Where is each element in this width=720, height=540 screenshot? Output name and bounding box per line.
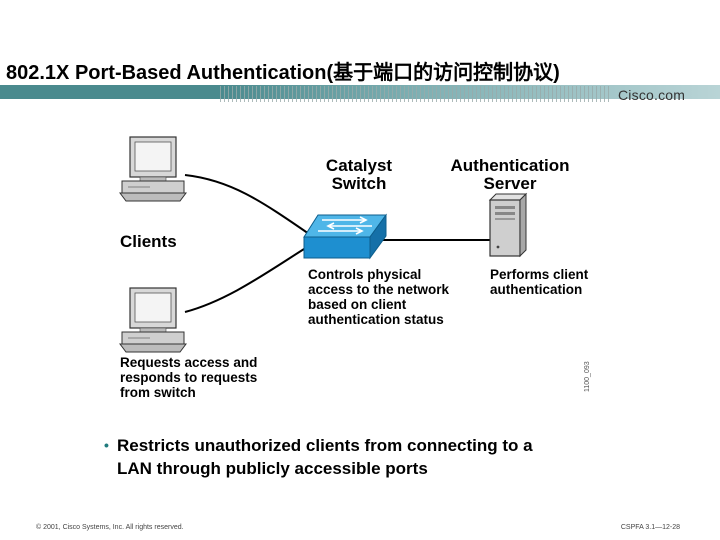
server-label: Authentication (450, 156, 570, 175)
switch-description-line: based on client (308, 297, 407, 312)
footer-course-code: CSPFA 3.1—12-28 (620, 524, 680, 531)
client-description-line: Requests access and (120, 355, 258, 370)
switch-label: Switch (331, 174, 387, 193)
server-label: Server (483, 174, 537, 193)
bullet-text-line: LAN through publicly accessible ports (117, 459, 428, 478)
cisco-logo: Cisco.com (618, 87, 686, 103)
switch-description-line: authentication status (308, 312, 444, 327)
document-id: 1100_093 (584, 361, 591, 392)
clients-label: Clients (120, 232, 177, 251)
switch-description: Controls physical access to the network … (308, 267, 449, 327)
client-description: Requests access and responds to requests… (120, 355, 257, 400)
client-description-line: from switch (120, 385, 196, 400)
switch-description-line: Controls physical (308, 267, 422, 282)
link-client-bottom-to-switch (184, 243, 313, 313)
switch-label: Catalyst (325, 156, 393, 175)
switch-icon (303, 213, 387, 260)
switch-description-line: access to the network (308, 282, 450, 297)
bullet-dot-icon: • (104, 437, 109, 453)
server-description: Performs client authentication (490, 267, 588, 297)
client-description-line: responds to requests (120, 370, 258, 385)
header-ticks (220, 86, 612, 102)
link-client-top-to-switch (184, 174, 313, 237)
footer-copyright: © 2001, Cisco Systems, Inc. All rights r… (36, 524, 184, 531)
client-computer-icon (119, 136, 187, 202)
server-description-line: Performs client (490, 267, 589, 282)
client-computer-icon (119, 287, 187, 353)
server-icon (488, 192, 528, 258)
server-description-line: authentication (490, 282, 583, 297)
slide-title: 802.1X Port-Based Authentication(基于端口的访问… (6, 62, 560, 84)
bullet-item: • Restricts unauthorized clients from co… (104, 434, 664, 480)
bullet-text-line: Restricts unauthorized clients from conn… (117, 436, 533, 455)
